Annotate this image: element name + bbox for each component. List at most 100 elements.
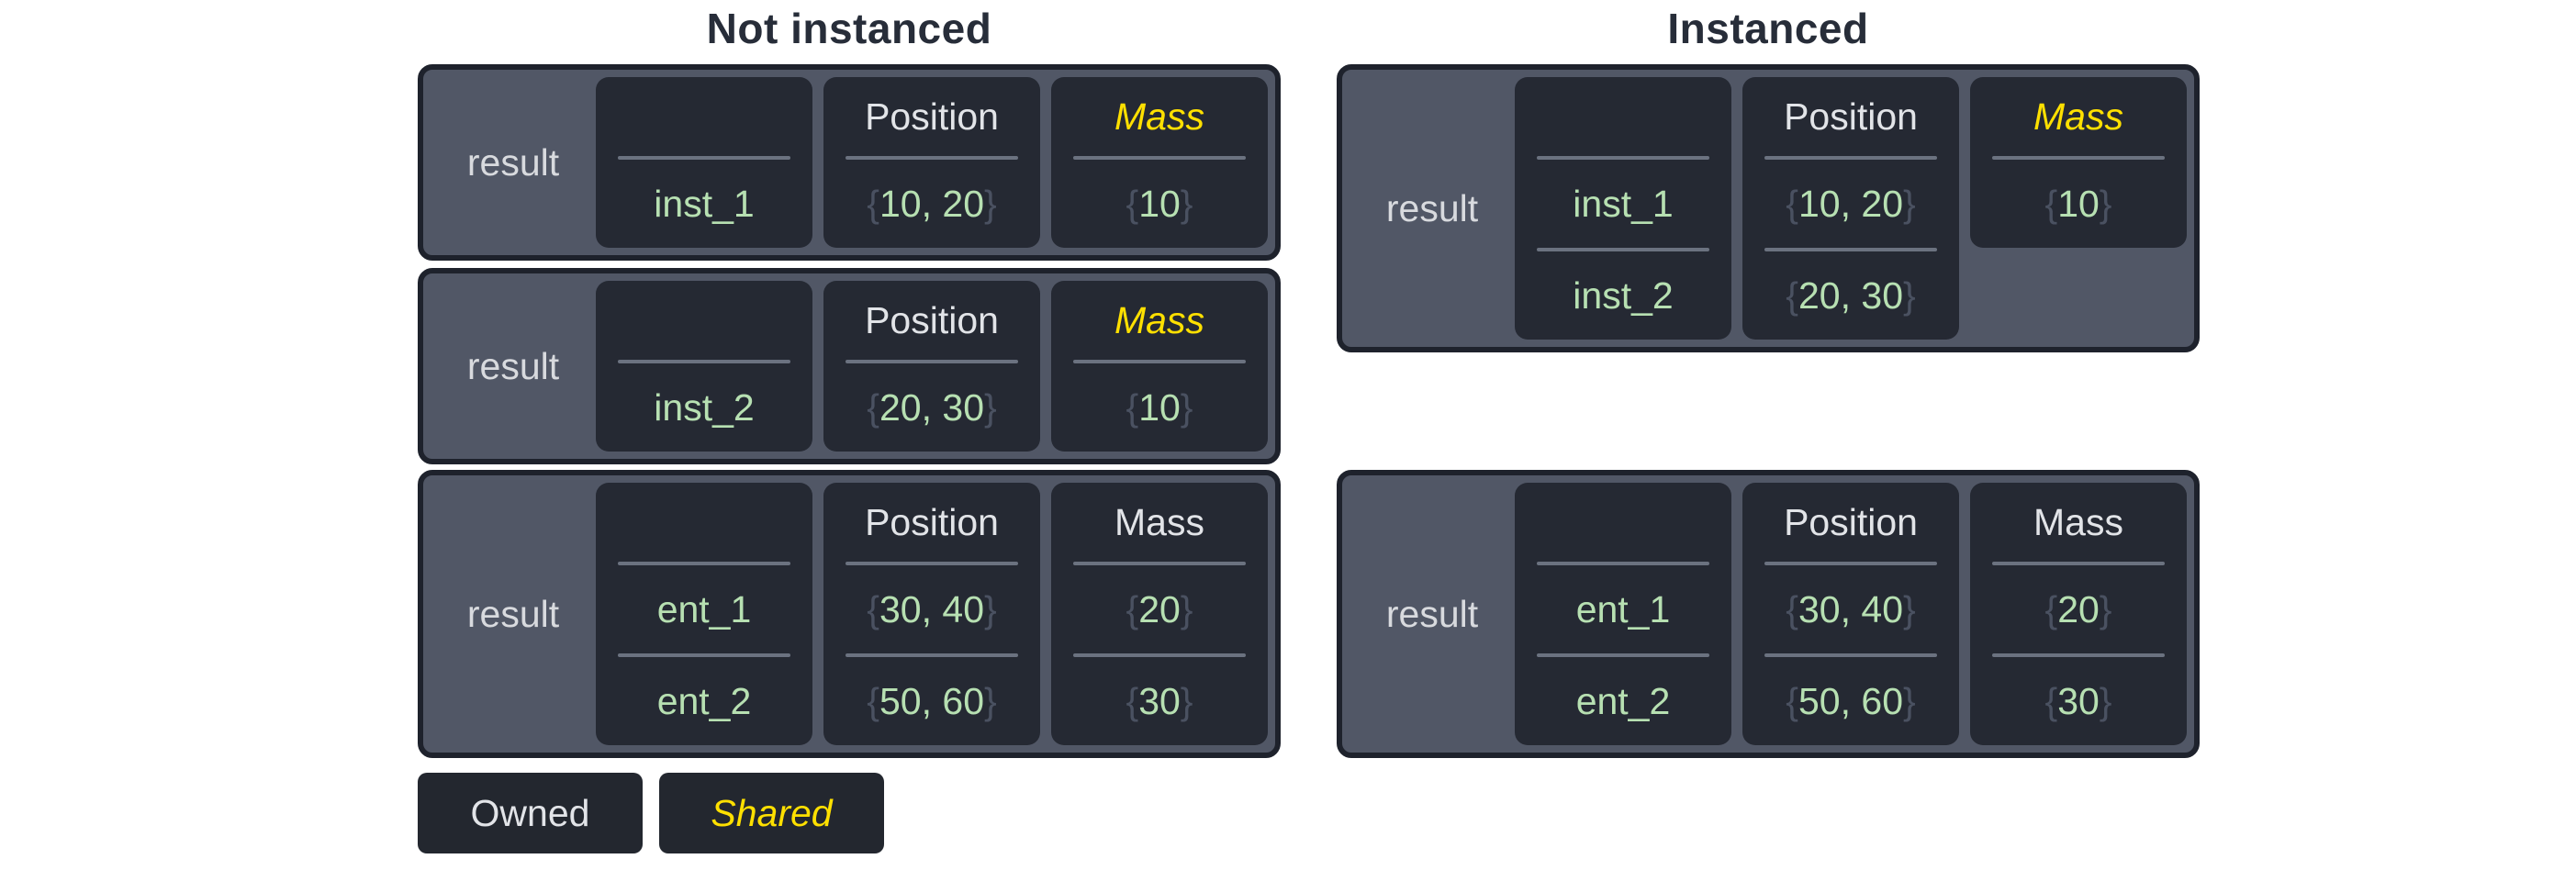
result-table: result inst_2 Position {20, 30} Mass {10} [418, 268, 1281, 464]
entity-id-column: inst_1 [596, 77, 812, 248]
value-text: 50, 60 [1798, 679, 1903, 722]
value-cell: {30} [1970, 657, 2187, 745]
result-label: result [466, 140, 560, 184]
close-brace: } [984, 679, 997, 722]
value-text: ent_2 [1575, 679, 1671, 722]
mass-column: Mass{10} [1051, 77, 1268, 248]
value-cell: inst_1 [1515, 160, 1731, 248]
value-text: 10 [1138, 182, 1181, 225]
divider [846, 360, 1018, 363]
value-cell: {20} [1970, 565, 2187, 653]
column-header [1515, 483, 1731, 562]
close-brace: } [1180, 587, 1193, 630]
value-text: 10, 20 [1798, 182, 1903, 225]
open-brace: { [1126, 385, 1139, 429]
value-cell: inst_2 [1515, 251, 1731, 340]
value-text: 30, 40 [879, 587, 984, 630]
value-cell: {30, 40} [1742, 565, 1959, 653]
value-cell: {20, 30} [823, 363, 1040, 452]
value-text: inst_2 [654, 385, 755, 429]
close-brace: } [984, 385, 997, 429]
entity-id-column: inst_2 [596, 281, 812, 452]
position-column: Position{30, 40}{50, 60} [823, 483, 1040, 745]
legend-owned-label: Owned [470, 791, 590, 834]
legend-shared-label: Shared [711, 791, 833, 834]
open-brace: { [1786, 273, 1798, 317]
close-brace: } [984, 182, 997, 225]
entity-id-column: ent_1 ent_2 [596, 483, 812, 745]
close-brace: } [2099, 679, 2112, 722]
column-header: Position [865, 298, 999, 341]
open-brace: { [867, 679, 879, 722]
divider [1992, 653, 2165, 657]
close-brace: } [2099, 587, 2112, 630]
divider [1537, 248, 1709, 251]
divider [1764, 653, 1937, 657]
result-label: result [466, 344, 560, 387]
open-brace: { [1786, 679, 1798, 722]
value-cell: {50, 60} [823, 657, 1040, 745]
column-header: Mass [2033, 500, 2123, 543]
value-cell: {30, 40} [823, 565, 1040, 653]
section-title: Not instanced [706, 5, 992, 52]
value-cell: inst_1 [596, 160, 812, 248]
divider [1764, 562, 1937, 565]
divider [1537, 562, 1709, 565]
close-brace: } [1903, 182, 1916, 225]
value-text: ent_1 [1575, 587, 1671, 630]
value-text: 30 [2057, 679, 2100, 722]
value-text: 20 [2057, 587, 2100, 630]
value-cell: ent_2 [1515, 657, 1731, 745]
value-cell: {30} [1051, 657, 1268, 745]
divider [618, 653, 790, 657]
divider [1073, 360, 1246, 363]
column-header: Position [865, 95, 999, 138]
divider [1764, 248, 1937, 251]
value-text: 20 [1138, 587, 1181, 630]
close-brace: } [2099, 182, 2112, 225]
column-header: Position [865, 500, 999, 543]
value-text: ent_1 [656, 587, 752, 630]
divider [1073, 653, 1246, 657]
divider [846, 156, 1018, 160]
open-brace: { [1126, 587, 1139, 630]
value-text: ent_2 [656, 679, 752, 722]
divider [618, 562, 790, 565]
position-column: Position{10, 20} [823, 77, 1040, 248]
value-cell: {10} [1970, 160, 2187, 248]
value-text: 20, 30 [879, 385, 984, 429]
result-label: result [1385, 592, 1479, 635]
column-header [596, 77, 812, 156]
result-label: result [1385, 186, 1479, 229]
divider [1764, 156, 1937, 160]
mass-column: Mass {10} [1970, 77, 2187, 248]
value-cell: {20} [1051, 565, 1268, 653]
legend-shared-box: Shared [659, 773, 884, 853]
column-header: Position [1784, 95, 1918, 138]
column-header: Mass [1114, 500, 1204, 543]
open-brace: { [1786, 587, 1798, 630]
open-brace: { [2044, 182, 2058, 225]
column-header: Mass [1114, 298, 1204, 341]
column-header: Position [1784, 500, 1918, 543]
column-header [596, 281, 812, 360]
value-text: 30, 40 [1798, 587, 1903, 630]
column-header: Mass [1114, 95, 1204, 138]
divider [1992, 562, 2165, 565]
divider [846, 653, 1018, 657]
value-cell: ent_1 [596, 565, 812, 653]
open-brace: { [1786, 182, 1798, 225]
entity-id-column: ent_1 ent_2 [1515, 483, 1731, 745]
position-column: Position {20, 30} [823, 281, 1040, 452]
close-brace: } [1903, 587, 1916, 630]
column-header: Mass [2033, 95, 2123, 138]
value-cell: {10, 20} [1742, 160, 1959, 248]
value-text: 50, 60 [879, 679, 984, 722]
value-cell: {10} [1051, 363, 1268, 452]
